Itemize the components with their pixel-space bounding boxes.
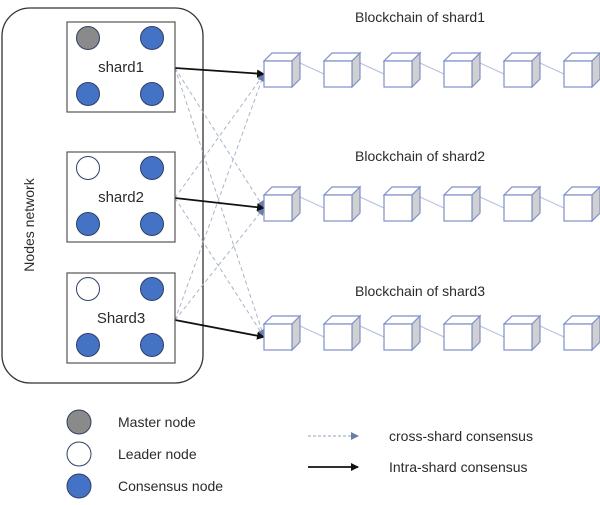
chain-link — [419, 62, 445, 75]
block-cube — [442, 314, 482, 352]
chain-link — [419, 325, 445, 338]
consensus-node — [140, 82, 164, 106]
chain-link — [539, 325, 565, 338]
consensus-node — [140, 212, 164, 236]
block-cube — [382, 185, 422, 223]
shard-box: shard1 — [66, 21, 176, 113]
chain-link — [359, 196, 385, 209]
block-cube — [502, 185, 542, 223]
chain-link — [479, 62, 505, 75]
block-cube — [502, 51, 542, 89]
legend-item-leader: Leader node — [66, 441, 197, 467]
legend-item-cross: cross-shard consensus — [308, 428, 533, 444]
consensus-node — [76, 333, 100, 357]
blockchain-row: Blockchain of shard1 — [262, 9, 600, 89]
consensus-node — [140, 333, 164, 357]
legend-label: Consensus node — [118, 478, 223, 494]
chain-link — [479, 196, 505, 209]
legend-label: Intra-shard consensus — [389, 459, 528, 475]
consensus-node — [140, 156, 164, 180]
chain-link — [299, 62, 325, 75]
block-cube — [262, 314, 302, 352]
chain-link — [539, 62, 565, 75]
chain-link — [299, 196, 325, 209]
block-cube — [322, 185, 362, 223]
shard-label: shard1 — [98, 59, 144, 76]
legend-item-master: Master node — [66, 409, 196, 435]
chain-link — [419, 196, 445, 209]
leader-node — [76, 156, 100, 180]
block-cube — [262, 185, 302, 223]
legend-label: Master node — [118, 414, 196, 430]
blockchain-title: Blockchain of shard3 — [355, 283, 485, 299]
consensus-node — [76, 82, 100, 106]
chain-link — [299, 325, 325, 338]
cross-shard-edge — [174, 207, 265, 321]
leader-node-icon — [66, 441, 92, 467]
intra-shard-edge — [174, 197, 265, 212]
nodes-network-label: Nodes network — [21, 177, 37, 271]
block-cube — [562, 315, 600, 352]
block-cube — [442, 185, 482, 223]
block-cube — [322, 314, 362, 352]
consensus-node — [140, 26, 164, 50]
block-cube — [382, 51, 422, 89]
legend-label: cross-shard consensus — [389, 428, 533, 444]
legend-label: Leader node — [118, 446, 197, 462]
block-cube — [262, 51, 302, 89]
cross-shard-edge — [174, 73, 265, 199]
block-cube — [322, 51, 362, 89]
intra-shard-edge — [174, 319, 265, 340]
cross-shard-edge — [174, 67, 265, 209]
blockchain-row: Blockchain of shard3 — [262, 283, 600, 352]
nodes-network-frame — [1, 7, 204, 384]
block-cube — [502, 314, 542, 352]
intra-shard-edge — [174, 67, 265, 78]
cross-shard-edge — [174, 73, 266, 321]
legend-item-intra: Intra-shard consensus — [308, 459, 528, 475]
blockchain-row: Blockchain of shard2 — [262, 148, 600, 223]
consensus-node — [140, 277, 164, 301]
chain-link — [359, 62, 385, 75]
block-cube — [562, 52, 600, 89]
block-cube — [442, 51, 482, 89]
legend-item-consensus: Consensus node — [66, 473, 223, 499]
blockchain-title: Blockchain of shard1 — [355, 9, 485, 25]
block-cube — [382, 314, 422, 352]
shard-box: shard2 — [66, 151, 176, 243]
consensus-node — [76, 212, 100, 236]
master-node-icon — [66, 409, 92, 435]
consensus-node-icon — [66, 473, 92, 499]
blockchain-title: Blockchain of shard2 — [355, 148, 485, 164]
cross-shard-edge — [174, 197, 265, 338]
chain-link — [539, 196, 565, 209]
chain-link — [359, 325, 385, 338]
master-node — [76, 26, 100, 50]
leader-node — [76, 277, 100, 301]
shard-label: Shard3 — [97, 310, 145, 327]
shard-label: shard2 — [98, 189, 144, 206]
block-cube — [562, 186, 600, 223]
shard-box: Shard3 — [66, 272, 176, 364]
chain-link — [479, 325, 505, 338]
